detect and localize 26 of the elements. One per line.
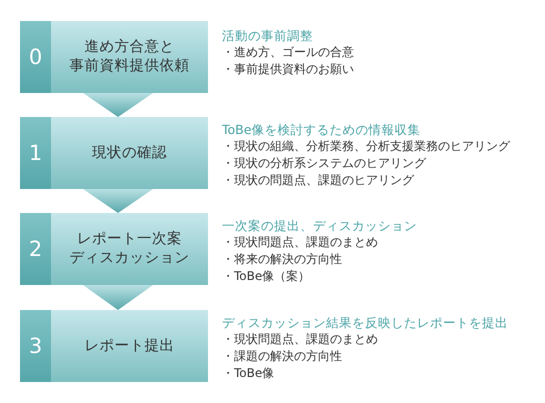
bullet-item: ・現状の組織、分析業務、分析支援業務のヒアリング — [222, 138, 512, 155]
step-heading: 活動の事前調整 — [222, 27, 314, 44]
step-title: 現状の確認 — [92, 144, 167, 162]
step-heading: 一次案の提出、ディスカッション — [222, 217, 418, 234]
step-title: レポート提出 — [84, 336, 174, 356]
step-number: 3 — [28, 334, 44, 358]
step-title: レポート一次案ディスカッション — [70, 230, 190, 268]
bullet-item: ・現状の分析系システムのヒアリング — [222, 155, 428, 172]
step-title: 進め方合意と事前資料提供依頼 — [70, 38, 190, 76]
bullet-item: ・進め方、ゴールの合意 — [222, 44, 355, 61]
chevron-arrow — [83, 189, 153, 213]
bullet-item: ・ToBe像 — [222, 365, 276, 382]
step-number: 1 — [28, 141, 44, 165]
bullet-item: ・将来の解決の方向性 — [222, 251, 343, 268]
bullet-item: ・現状問題点、課題のまとめ — [222, 331, 379, 348]
bullet-item: ・現状問題点、課題のまとめ — [222, 234, 379, 251]
step-heading: ディスカッション結果を反映したレポートを提出 — [222, 314, 509, 331]
bullet-item: ・現状の問題点、課題のヒアリング — [222, 172, 416, 189]
step-number: 2 — [28, 237, 44, 261]
step-heading: ToBe像を検討するための情報収集 — [222, 121, 422, 138]
bullet-item: ・事前提供資料のお願い — [222, 61, 355, 78]
step-number: 0 — [28, 45, 44, 69]
chevron-arrow — [83, 93, 153, 117]
bullet-item: ・ToBe像（案） — [222, 268, 312, 285]
bullet-item: ・課題の解決の方向性 — [222, 348, 343, 365]
chevron-arrow — [83, 285, 153, 310]
